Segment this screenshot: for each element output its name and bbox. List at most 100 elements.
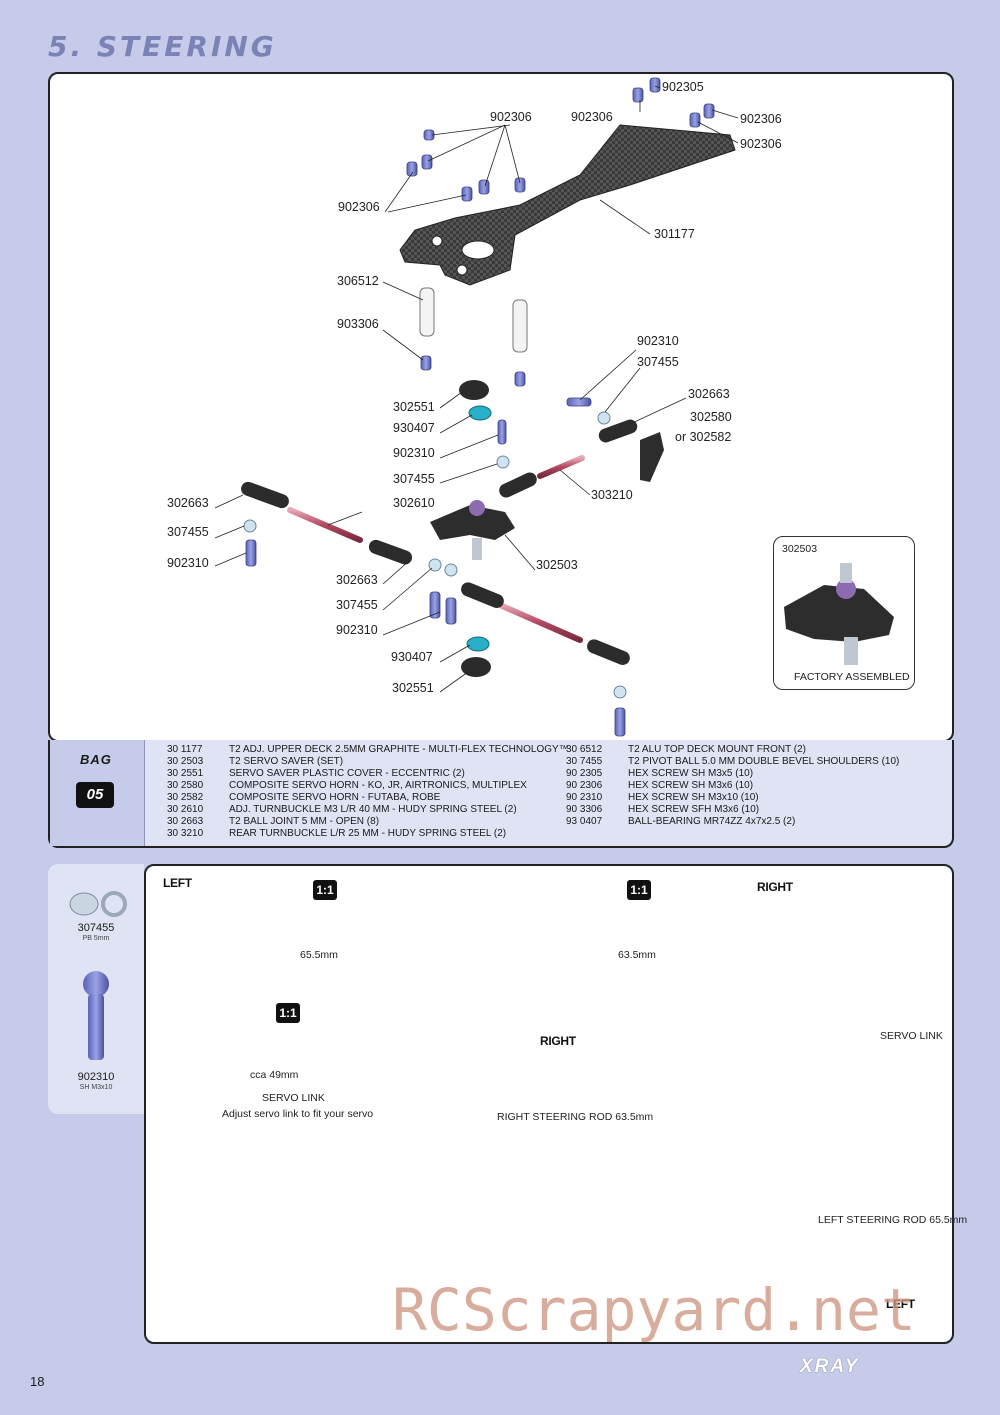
part-desc: T2 ADJ. UPPER DECK 2.5MM GRAPHITE - MULT… <box>229 744 569 755</box>
page-number: 18 <box>30 1374 45 1389</box>
part-code: 30 2663 <box>167 816 204 827</box>
part-code: 30 6512 <box>566 744 603 755</box>
ball-joints <box>241 419 638 665</box>
left-label: LEFT <box>886 1297 915 1311</box>
parts-row: 30 1177 T2 ADJ. UPPER DECK 2.5MM GRAPHITE… <box>167 744 569 756</box>
brand-logo: XRAY <box>800 1356 860 1377</box>
length-right: 63.5mm <box>618 949 656 961</box>
callout-902306: 902306 <box>740 137 782 151</box>
part-desc: T2 ALU TOP DECK MOUNT FRONT (2) <box>628 744 806 755</box>
part-code: 90 2310 <box>566 792 603 803</box>
part-code: 30 7455 <box>566 756 603 767</box>
right-rod-label: RIGHT STEERING ROD 63.5mm <box>497 1111 654 1123</box>
ball-sub: PB 5mm <box>82 935 110 942</box>
turnbuckles <box>287 455 585 643</box>
part-desc: BALL-BEARING MR74ZZ 4x7x2.5 (2) <box>628 816 796 827</box>
hardware-sidebar: 307455 PB 5mm 902310 SH M3x10 <box>48 864 144 1114</box>
part-desc: HEX SCREW SH M3x6 (10) <box>628 780 754 791</box>
part-code: 30 3210 <box>167 828 204 839</box>
leader-lines <box>214 85 739 693</box>
callout-302663: 302663 <box>167 496 209 510</box>
callout-302580: 302580 <box>690 410 732 424</box>
part-code: 90 2306 <box>566 780 603 791</box>
inset-code: 302503 <box>782 543 818 555</box>
callout-302503: 302503 <box>536 558 578 572</box>
part-desc: REAR TURNBUCKLE L/R 25 MM - HUDY SPRING … <box>229 828 507 839</box>
part-code: 90 3306 <box>566 804 603 815</box>
callout-903306: 903306 <box>337 317 379 331</box>
callout-302551: 302551 <box>392 681 434 695</box>
parts-row: 93 0407 BALL-BEARING MR74ZZ 4x7x2.5 (2) <box>566 816 899 828</box>
part-code: 90 2305 <box>566 768 603 779</box>
callout-302663: 302663 <box>336 573 378 587</box>
part-desc: ADJ. TURNBUCKLE M3 L/R 40 MM - HUDY SPRI… <box>229 804 517 815</box>
callout-303210: 303210 <box>591 488 633 502</box>
callout-902310: 902310 <box>167 556 209 570</box>
ball-code: 307455 <box>77 922 115 934</box>
callout-902306: 902306 <box>490 110 532 124</box>
right-label: RIGHT <box>757 880 793 894</box>
part-code: 30 2551 <box>167 768 204 779</box>
bag-label: BAG <box>80 752 112 767</box>
watermark: RCScrapyard.net <box>392 1276 916 1344</box>
parts-row: 30 2551 SERVO SAVER PLASTIC COVER - ECCEN… <box>167 768 569 780</box>
callout-302663: 302663 <box>688 387 730 401</box>
page-title: 5. STEERING <box>48 30 277 63</box>
length-servo: cca 49mm <box>250 1069 299 1081</box>
callout-302582: or 302582 <box>675 430 732 444</box>
factory-assembled-inset: 302503 FACTORY ASSEMBLED <box>773 536 915 690</box>
scale-badge: 1:1 <box>313 880 337 900</box>
callout-302551: 302551 <box>393 400 435 414</box>
upper-deck-301177 <box>399 124 736 286</box>
parts-row: 90 2310 HEX SCREW SH M3x10 (10) <box>566 792 899 804</box>
part-desc: COMPOSITE SERVO HORN - FUTABA, ROBE <box>229 792 441 803</box>
left-label: LEFT <box>163 876 192 890</box>
callout-307455: 307455 <box>167 525 209 539</box>
servo-link-label: SERVO LINK <box>880 1030 943 1042</box>
callout-902306: 902306 <box>740 112 782 126</box>
bag-number: 05 <box>76 782 114 808</box>
inset-caption: FACTORY ASSEMBLED <box>794 671 910 683</box>
deck-mounts-306512 <box>419 287 528 353</box>
bearings-930407 <box>466 405 492 652</box>
parts-row: 90 2306 HEX SCREW SH M3x6 (10) <box>566 780 899 792</box>
parts-row: 30 2582 COMPOSITE SERVO HORN - FUTABA, RO… <box>167 792 569 804</box>
scale-badge: 1:1 <box>627 880 651 900</box>
part-desc: HEX SCREW SH M3x10 (10) <box>628 792 759 803</box>
pivot-balls <box>243 411 627 699</box>
callout-306512: 306512 <box>337 274 379 288</box>
callout-902305: 902305 <box>662 80 704 94</box>
callout-902310: 902310 <box>393 446 435 460</box>
servo-link-label: SERVO LINK <box>262 1092 325 1104</box>
parts-table-left: 30 1177 T2 ADJ. UPPER DECK 2.5MM GRAPHITE… <box>167 744 569 840</box>
part-code: 30 2503 <box>167 756 204 767</box>
parts-row: 90 2305 HEX SCREW SH M3x5 (10) <box>566 768 899 780</box>
servo-saver-302503 <box>430 500 515 560</box>
part-code: 30 2582 <box>167 792 204 803</box>
screw-code: 902310 <box>77 1071 115 1083</box>
parts-row: 30 2663 T2 BALL JOINT 5 MM - OPEN (8) <box>167 816 569 828</box>
parts-row: 30 7455 T2 PIVOT BALL 5.0 MM DOUBLE BEVEL… <box>566 756 899 768</box>
callout-930407: 930407 <box>393 421 435 435</box>
part-desc: T2 PIVOT BALL 5.0 MM DOUBLE BEVEL SHOULD… <box>628 756 900 767</box>
parts-list-area: BAG 05 30 1177 T2 ADJ. UPPER DECK 2.5MM G… <box>48 740 954 848</box>
callout-930407: 930407 <box>391 650 433 664</box>
left-rod-label: LEFT STEERING ROD 65.5mm <box>818 1214 968 1226</box>
callout-307455: 307455 <box>336 598 378 612</box>
assembly-panel <box>144 864 954 1344</box>
right-label: RIGHT <box>540 1034 576 1048</box>
callout-307455: 307455 <box>637 355 679 369</box>
callout-307455: 307455 <box>393 472 435 486</box>
callout-902306: 902306 <box>338 200 380 214</box>
part-desc: HEX SCREW SH M3x5 (10) <box>628 768 754 779</box>
part-desc: T2 BALL JOINT 5 MM - OPEN (8) <box>229 816 380 827</box>
servo-note: Adjust servo link to fit your servo <box>222 1108 374 1120</box>
part-desc: SERVO SAVER PLASTIC COVER - ECCENTRIC (2… <box>229 768 465 779</box>
part-code: 30 1177 <box>167 744 203 755</box>
length-left: 65.5mm <box>300 949 338 961</box>
callout-301177: 301177 <box>654 227 695 241</box>
part-code: 93 0407 <box>566 816 603 827</box>
bag-badge: BAG 05 <box>50 740 145 846</box>
